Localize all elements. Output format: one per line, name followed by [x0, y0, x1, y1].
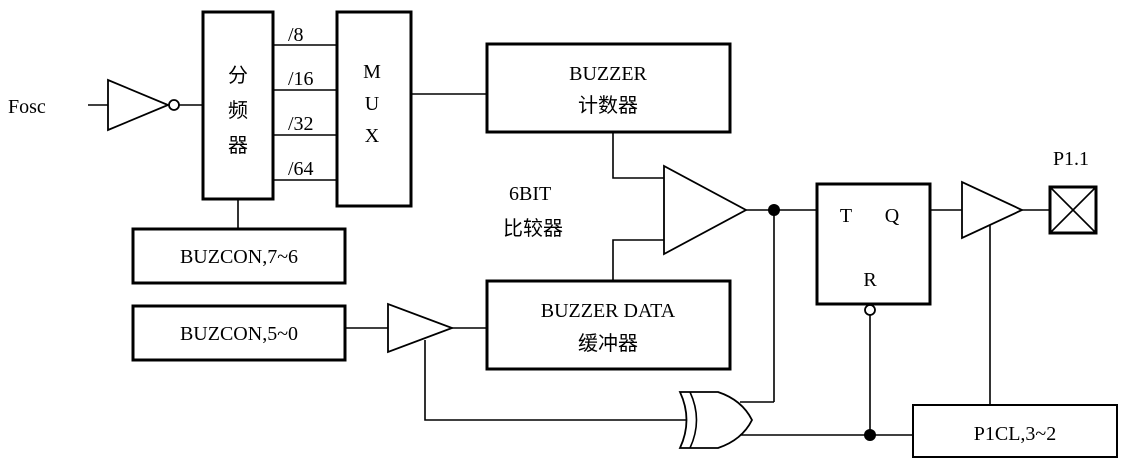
mux-label-x: X — [365, 125, 380, 147]
mux-label-m: M — [363, 61, 381, 83]
buzcon76-label: BUZCON,7~6 — [180, 246, 298, 268]
t-flipflop-box — [815, 182, 932, 306]
comparator-label-2: 比较器 — [503, 217, 563, 240]
p1cl-label: P1CL,3~2 — [974, 423, 1057, 445]
buzcon50-box — [131, 304, 347, 362]
buzzer-data-label-1: BUZZER DATA — [541, 300, 676, 322]
p11-label: P1.1 — [1053, 148, 1089, 170]
or-gate-back-arc — [689, 391, 698, 449]
div8-label: /8 — [288, 24, 304, 46]
ff-r-label: R — [863, 269, 877, 291]
buzzer-counter-label-2: 计数器 — [578, 94, 638, 117]
mux-label-u: U — [365, 93, 380, 115]
buzzer-counter-label-1: BUZZER — [569, 63, 647, 85]
divider-label-1: 分 — [228, 64, 248, 87]
comparator-gate — [663, 164, 748, 256]
buzcon76-box — [131, 227, 347, 285]
frequency-divider-box — [201, 10, 275, 201]
or-gate — [678, 391, 754, 449]
div32-label: /32 — [288, 113, 314, 135]
buffer-enable-wire — [424, 340, 690, 421]
ff-reset-bubble — [864, 304, 876, 316]
p1cl-box — [912, 404, 1118, 458]
buzzer-data-label-2: 缓冲器 — [578, 332, 638, 355]
fosc-label: Fosc — [8, 96, 46, 118]
divider-label-3: 器 — [228, 135, 248, 157]
buzzer-data-box — [485, 279, 732, 371]
div64-label: /64 — [288, 158, 314, 180]
mux-box — [335, 10, 413, 208]
counter-to-comparator-wire — [612, 132, 664, 179]
comparator-label-1: 6BIT — [509, 183, 551, 205]
ff-q-label: Q — [885, 205, 900, 227]
data-to-comparator-wire — [612, 239, 664, 281]
divider-label-2: 频 — [228, 99, 248, 122]
p11-pin-cross-2 — [1049, 186, 1097, 234]
div16-label: /16 — [288, 68, 314, 90]
inverter-bubble — [168, 99, 180, 111]
output-buffer-gate — [961, 180, 1025, 240]
input-buffer-gate — [387, 302, 455, 354]
buzzer-counter-box — [485, 42, 732, 134]
ff-t-label: T — [840, 205, 852, 227]
buzcon50-label: BUZCON,5~0 — [180, 323, 298, 345]
inverter-gate — [107, 78, 171, 132]
